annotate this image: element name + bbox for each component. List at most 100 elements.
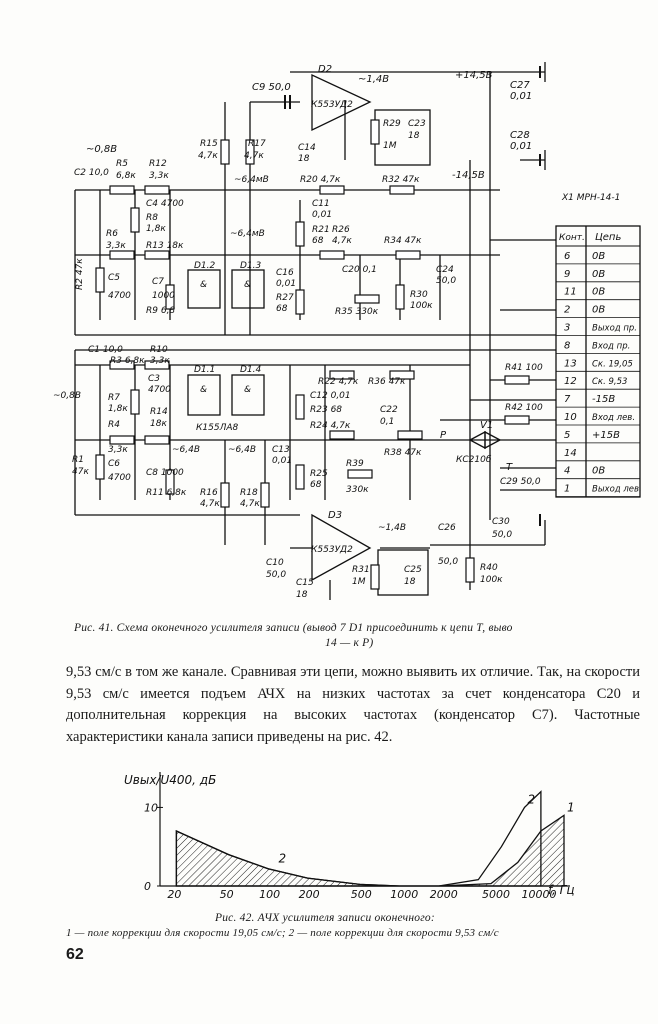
r14-label: R14 — [150, 407, 168, 417]
r4v-label: 3,3к — [108, 445, 128, 455]
table-cell-contact: 1 — [564, 484, 570, 495]
r29-label: R29 — [383, 119, 401, 129]
table-cell-circuit: 0В — [592, 269, 605, 280]
r40-label: R40 — [480, 563, 498, 573]
table-cell-circuit: -15В — [592, 394, 615, 405]
v08a-label: ~0,8В — [86, 144, 117, 155]
c8-label: С8 1000 — [146, 468, 184, 478]
r18-label: R18 — [240, 488, 258, 498]
r38-label: R38 47к — [384, 448, 422, 458]
table-cell-contact: 5 — [564, 430, 570, 441]
r23-label: R23 68 — [310, 405, 342, 415]
gate-bottom-right-symbol: & — [244, 385, 251, 395]
r14v-label: 18к — [150, 419, 167, 429]
table-cell-circuit: +15В — [592, 430, 620, 441]
x-tick-label: 2000 — [430, 888, 458, 901]
r2-label: R2 47к — [75, 258, 85, 290]
table-header-contact: Конт. — [559, 233, 585, 243]
r34-label: R34 47к — [384, 236, 422, 246]
x-tick-label: 10000 — [522, 888, 557, 901]
r8v-label: 1,8к — [146, 224, 166, 234]
table-cell-contact: 2 — [564, 305, 570, 316]
r16-label: R16 — [200, 488, 218, 498]
c1-label: С1 10,0 — [88, 345, 123, 355]
c25v-label: 18 — [404, 577, 416, 587]
c24-label: С24 — [436, 265, 454, 275]
table-cell-circuit: Выход лев. — [592, 485, 642, 495]
r35-label: R35 330к — [335, 307, 379, 317]
r42-label: R42 100 — [505, 403, 543, 413]
table-cell-circuit: Ск. 19,05 — [592, 359, 633, 369]
r18v-label: 4,7к — [240, 499, 260, 509]
r29v-label: 1М — [383, 141, 397, 151]
body-paragraph: 9,53 см/с в том же канале. Сравнивая эти… — [66, 662, 640, 748]
table-cell-circuit: Ск. 9,53 — [592, 377, 627, 387]
r7-label: R7 — [108, 393, 120, 403]
c5-label: С5 — [108, 273, 120, 283]
c2-label: С2 10,0 — [74, 168, 109, 178]
c22v-label: 0,1 — [380, 417, 394, 427]
r17v-label: 4,7к — [244, 151, 264, 161]
table-cell-contact: 10 — [564, 412, 577, 423]
v1-label: V1 — [480, 420, 493, 431]
r10-label: R10 — [150, 345, 168, 355]
table-cell-contact: 9 — [564, 269, 570, 280]
r26v-label: 4,7к — [332, 236, 352, 246]
table-cell-contact: 4 — [564, 466, 570, 477]
c30-label: С30 — [492, 517, 510, 527]
c5v-label: 4700 — [108, 291, 131, 301]
table-cell-contact: 11 — [564, 287, 577, 298]
r3-label: R3 6,8к — [110, 356, 145, 366]
table-cell-contact: 7 — [564, 394, 571, 405]
d1-2-label: D1.2 — [194, 261, 216, 271]
c14-label: С14 — [298, 143, 316, 153]
r41-label: R41 100 — [505, 363, 543, 373]
r25-label: R25 — [310, 469, 328, 479]
x-tick-label: 50 — [220, 888, 234, 901]
x-tick-label: 5000 — [482, 888, 510, 901]
d1-3-label: D1.3 — [240, 261, 262, 271]
c20-label: С20 0,1 — [342, 265, 377, 275]
c16v-label: 0,01 — [276, 279, 296, 289]
c7v-label: 1000 — [152, 291, 175, 301]
r20-label: R20 4,7к — [300, 175, 341, 185]
r12-label: R12 — [149, 159, 167, 169]
figure41-caption-line2: 14 — к Р) — [325, 637, 374, 649]
chip-bottom-label: К553УД2 — [311, 545, 353, 555]
r39-label: R39 — [346, 459, 364, 469]
v64c-label: ~6,4В — [172, 445, 200, 455]
r32-label: R32 47к — [382, 175, 420, 185]
v08b-label: ~0,8В — [53, 391, 81, 401]
r13-label: R13 18к — [146, 241, 184, 251]
r24-label: R24 4,7к — [310, 421, 351, 431]
table-cell-circuit: 0В — [592, 305, 605, 316]
c15-label: С15 — [296, 578, 314, 588]
x-tick-label: 500 — [351, 888, 372, 901]
c12-label: С12 0,01 — [310, 391, 351, 401]
figure42-caption-line1: Рис. 42. АЧХ усилителя записи оконечного… — [215, 912, 435, 924]
c6-label: С6 — [108, 459, 120, 469]
r10v-label: 3,3к — [150, 356, 170, 366]
p-label: Р — [440, 430, 447, 441]
k155la8-label: К155ЛА8 — [196, 423, 238, 433]
table-cell-circuit: Выход пр. — [592, 324, 637, 334]
c11v-label: 0,01 — [312, 210, 332, 220]
c6v-label: 4700 — [108, 473, 131, 483]
r11-label: R11 6,8к — [146, 488, 187, 498]
r31v-label: 1М — [352, 577, 366, 587]
table-cell-contact: 8 — [564, 340, 570, 351]
c11-label: С11 — [312, 199, 330, 209]
d1-4-label: D1.4 — [240, 365, 262, 375]
r25v-label: 68 — [310, 480, 322, 490]
r15v-label: 4,7к — [198, 151, 218, 161]
v14a-label: ~1,4В — [358, 74, 389, 85]
table-cell-contact: 3 — [564, 323, 570, 334]
r4-label: R4 — [108, 420, 120, 430]
x-tick-label: 100 — [259, 888, 280, 901]
r1v-label: 47к — [72, 467, 89, 477]
amplifier-schematic: D2 К553УД2 ~1,4В +14,5В С27 0,01 С28 0,0… — [53, 62, 642, 600]
r21v-label: 68 — [312, 236, 324, 246]
c15v-label: 18 — [296, 590, 308, 600]
